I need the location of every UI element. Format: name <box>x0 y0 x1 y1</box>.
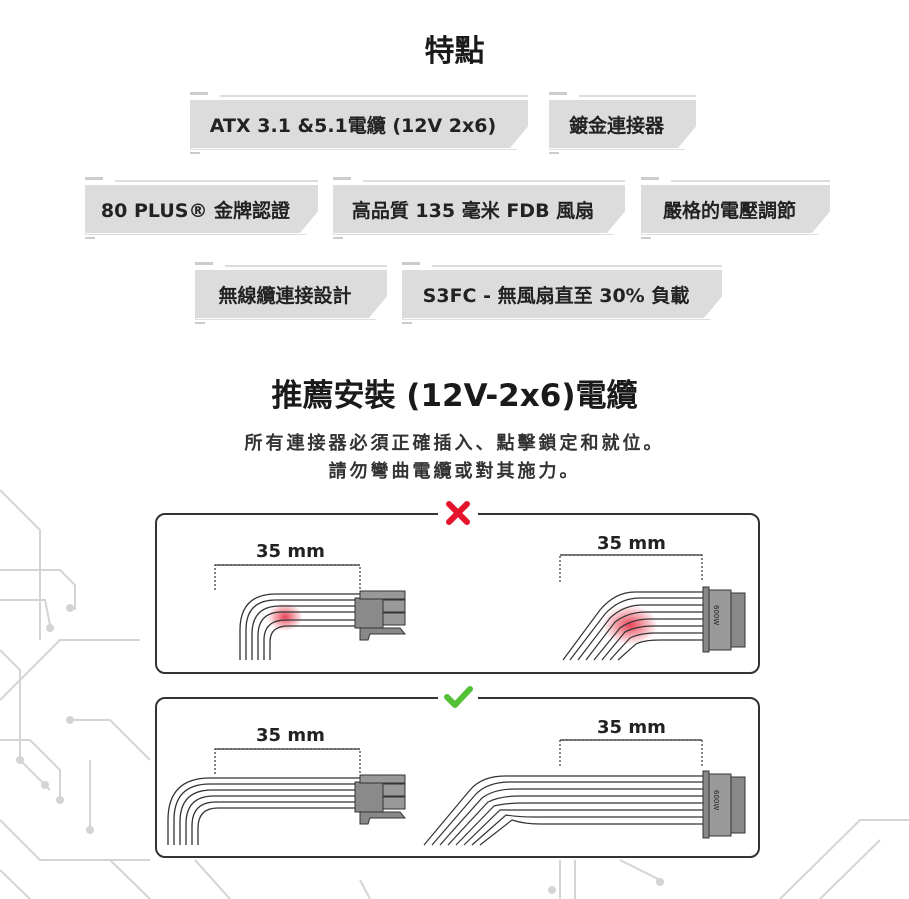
bent-cable-wrong-right <box>562 591 705 661</box>
feature-badge-s3fc: S3FC - 無風扇直至 30% 負載 <box>402 262 722 325</box>
feature-badge-fan: 高品質 135 毫米 FDB 風扇 <box>333 177 625 240</box>
feature-badge-gold-connector: 鍍金連接器 <box>549 92 696 155</box>
straight-cable-correct-right <box>423 775 705 846</box>
correct-right-length-label: 35 mm <box>597 717 666 738</box>
install-instruction-2: 請勿彎曲電纜或對其施力。 <box>328 461 581 482</box>
wrong-left-length-label: 35 mm <box>256 541 325 562</box>
install-title: 推薦安裝 (12V-2x6)電纜 <box>271 378 638 414</box>
connector-correct-right: 600W <box>702 770 746 839</box>
svg-text:600W: 600W <box>712 790 720 810</box>
feature-badge-80plus: 80 PLUS® 金牌認證 <box>85 177 318 240</box>
straight-cable-correct-left <box>167 777 360 845</box>
connector-correct-left <box>354 774 407 825</box>
cross-icon <box>438 498 478 528</box>
features-title: 特點 <box>424 34 485 69</box>
install-instruction-1: 所有連接器必須正確插入、點擊鎖定和就位。 <box>244 433 665 454</box>
connector-wrong-right: 600W <box>702 586 746 653</box>
feature-badge-cableless: 無線纜連接設計 <box>195 262 387 325</box>
check-icon <box>438 682 478 712</box>
correct-left-length-label: 35 mm <box>256 725 325 746</box>
connector-wrong-left <box>354 590 407 641</box>
feature-badge-voltage: 嚴格的電壓調節 <box>641 177 830 240</box>
svg-text:600W: 600W <box>712 605 720 625</box>
wrong-right-length-label: 35 mm <box>597 533 666 554</box>
bent-cable-wrong-left <box>239 593 360 660</box>
feature-badge-atx: ATX 3.1 &5.1電纜 (12V 2x6) <box>190 92 528 155</box>
